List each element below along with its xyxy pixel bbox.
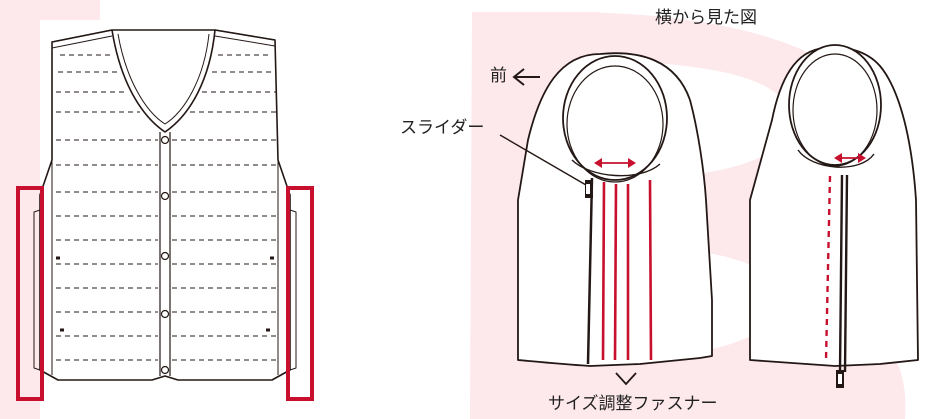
armhole-inner [792, 53, 878, 167]
highlight-box-left [16, 186, 44, 401]
vest-front-view [33, 29, 297, 381]
neckline [111, 29, 216, 133]
button-dot [160, 309, 170, 319]
armhole-outer [788, 44, 882, 166]
quilt-lines [56, 54, 276, 361]
slider-leader [499, 134, 587, 186]
width-arrow [594, 158, 636, 168]
button-dot [160, 251, 170, 261]
vest-outline [39, 29, 291, 381]
buttons [160, 135, 170, 375]
armhole-inner [566, 65, 664, 183]
view-title-label: 横から見た図 [655, 8, 757, 28]
button-dot [160, 191, 170, 201]
highlight-box-right [286, 186, 314, 401]
side-view-closed [749, 44, 919, 388]
slider-label: スライダー [400, 118, 485, 138]
width-arrow [834, 153, 866, 163]
side-view-open [499, 52, 713, 367]
armhole-outer [562, 55, 668, 181]
size-zipper-label: サイズ調整ファスナー [548, 394, 718, 414]
button-dot [160, 365, 170, 375]
zipper-line [586, 177, 594, 365]
front-label: 前 [490, 66, 507, 86]
chevron-down-icon [615, 372, 637, 386]
button-dot [160, 135, 170, 145]
arrow-left-icon [512, 68, 540, 86]
